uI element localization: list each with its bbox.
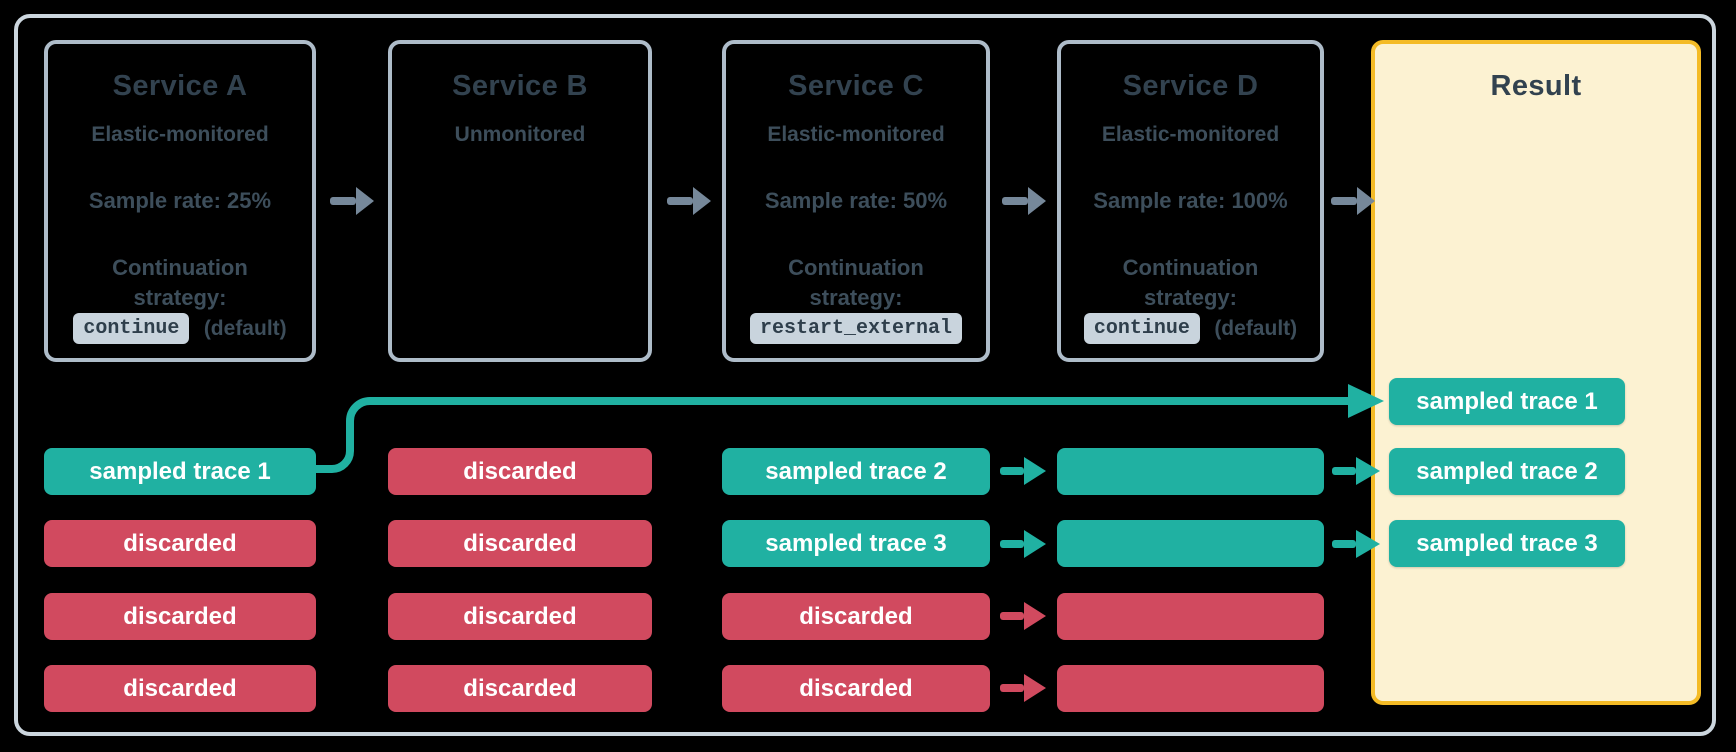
trace-pill-a3: discarded	[44, 593, 316, 640]
trace-pill-c4: discarded	[722, 665, 990, 712]
trace-pill-b2: discarded	[388, 520, 652, 567]
result-pill-1: sampled trace 1	[1389, 378, 1625, 425]
trace-pill-a1: sampled trace 1	[44, 448, 316, 495]
service-c-monitoring: Elastic-monitored	[767, 123, 945, 146]
service-a-title: Service A	[112, 70, 248, 102]
service-b-title: Service B	[452, 70, 588, 102]
service-d-strategy-code-chip: continue	[1083, 313, 1200, 344]
service-d-strategy-default-note: (default)	[1214, 316, 1298, 340]
trace-pill-c1: sampled trace 2	[722, 448, 990, 495]
service-b-monitoring: Unmonitored	[454, 123, 586, 146]
result-box: Result	[1371, 40, 1701, 705]
result-pill-2: sampled trace 2	[1389, 448, 1625, 495]
service-a-strategy-row: continue (default)	[48, 313, 312, 344]
service-d-sample-rate: Sample rate: 100%	[1093, 188, 1288, 213]
trace-pill-d1	[1057, 448, 1324, 495]
service-c-title: Service C	[788, 70, 924, 102]
service-c-sample-rate: Sample rate: 50%	[764, 188, 948, 213]
trace-pill-d2	[1057, 520, 1324, 567]
result-pill-3: sampled trace 3	[1389, 520, 1625, 567]
service-d-monitoring: Elastic-monitored	[1101, 123, 1280, 146]
service-box-d: Service D Elastic-monitored Sample rate:…	[1057, 40, 1324, 362]
service-a-monitoring: Elastic-monitored	[91, 123, 269, 146]
service-c-continuation-label: Continuation	[788, 255, 924, 280]
service-d-continuation-label: Continuation	[1122, 255, 1259, 280]
service-box-b: Service B Unmonitored	[388, 40, 652, 362]
result-title: Result	[1490, 70, 1582, 102]
trace-pill-d3	[1057, 593, 1324, 640]
service-a-strategy-default-note: (default)	[203, 316, 287, 340]
trace-pill-b4: discarded	[388, 665, 652, 712]
trace-pill-b3: discarded	[388, 593, 652, 640]
service-c-strategy-row: restart_external	[726, 313, 986, 344]
outer-frame	[14, 14, 1716, 736]
service-a-sample-rate: Sample rate: 25%	[88, 188, 272, 213]
service-c-strategy-label: strategy:	[809, 285, 903, 310]
trace-pill-b1: discarded	[388, 448, 652, 495]
trace-pill-a2: discarded	[44, 520, 316, 567]
service-a-strategy-code-chip: continue	[73, 313, 190, 344]
trace-pill-d4	[1057, 665, 1324, 712]
service-d-strategy-label: strategy:	[1144, 285, 1237, 310]
trace-pill-a4: discarded	[44, 665, 316, 712]
service-d-strategy-row: continue (default)	[1061, 313, 1320, 344]
service-a-strategy-label: strategy:	[133, 285, 227, 310]
trace-pill-c3: discarded	[722, 593, 990, 640]
trace-pill-c2: sampled trace 3	[722, 520, 990, 567]
service-d-title: Service D	[1122, 70, 1259, 102]
service-box-a: Service A Elastic-monitored Sample rate:…	[44, 40, 316, 362]
service-a-continuation-label: Continuation	[112, 255, 248, 280]
service-box-c: Service C Elastic-monitored Sample rate:…	[722, 40, 990, 362]
service-c-strategy-code-chip: restart_external	[749, 313, 963, 344]
